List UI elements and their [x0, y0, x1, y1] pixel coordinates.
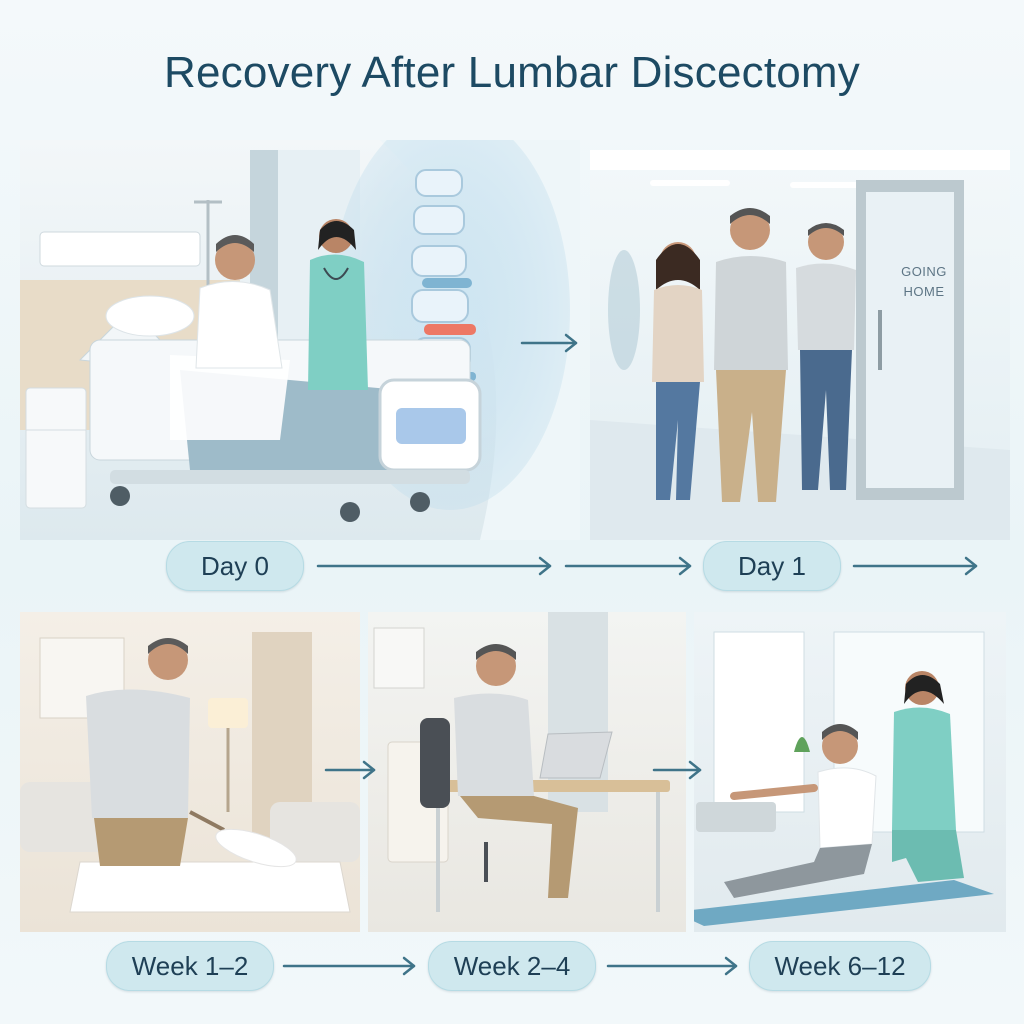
stage-pill-week-1-2: Week 1–2 — [106, 941, 274, 991]
door-sign-line2: HOME — [903, 284, 945, 299]
scene-desk-work — [368, 612, 686, 932]
scene-physiotherapy — [694, 612, 1006, 932]
scene-hospital-bed — [20, 140, 580, 540]
scene-walking-home — [590, 150, 1010, 540]
stage-pill-week-2-4: Week 2–4 — [428, 941, 596, 991]
door-sign: GOING HOME — [884, 262, 964, 302]
stage-pill-day-0: Day 0 — [166, 541, 304, 591]
stage-pill-week-6-12: Week 6–12 — [749, 941, 931, 991]
scene-light-housework — [20, 612, 360, 932]
diagram-title: Recovery After Lumbar Discectomy — [164, 48, 860, 97]
door-sign-line1: GOING — [901, 264, 947, 279]
stage-pill-day-1: Day 1 — [703, 541, 841, 591]
